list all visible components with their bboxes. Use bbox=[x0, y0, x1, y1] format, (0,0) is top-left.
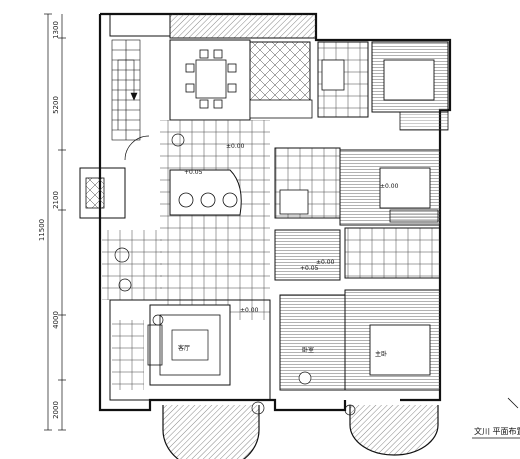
living-side-tiles bbox=[112, 320, 144, 390]
bathtub-top bbox=[321, 59, 345, 91]
level-hall: ±0.00 bbox=[316, 259, 335, 266]
living-rug bbox=[149, 304, 231, 386]
curved-lounge bbox=[169, 169, 242, 216]
top-left-block bbox=[109, 13, 171, 37]
drawing-caption: 文川 平面布置图 bbox=[474, 426, 520, 436]
stairs bbox=[111, 39, 141, 141]
foyer-cabinet bbox=[85, 177, 105, 209]
bed-master bbox=[369, 324, 431, 376]
kitchen-counter bbox=[249, 99, 313, 119]
level-living: ±0.00 bbox=[240, 307, 259, 314]
level-stair: +0.05 bbox=[300, 265, 319, 272]
dining-room bbox=[169, 39, 251, 121]
top-balcony-hatch bbox=[169, 13, 317, 39]
study-room bbox=[274, 229, 341, 281]
central-hall-tiles bbox=[160, 120, 270, 320]
sofa-main bbox=[159, 314, 221, 376]
armchair-left bbox=[147, 324, 163, 366]
balcony-left bbox=[162, 405, 260, 459]
dim-seg-3: 2100 bbox=[52, 191, 60, 209]
level-dining: ±0.00 bbox=[226, 143, 245, 150]
dim-overall: 11500 bbox=[38, 219, 46, 241]
dim-seg-1: 1300 bbox=[52, 21, 60, 39]
wardrobe-strip bbox=[399, 111, 449, 131]
foyer bbox=[79, 167, 126, 219]
dim-seg-5: 2000 bbox=[52, 401, 60, 419]
lounge-stools bbox=[178, 192, 238, 208]
dim-seg-4: 4000 bbox=[52, 311, 60, 329]
living-room-frame bbox=[109, 299, 271, 401]
dim-seg-2: 5200 bbox=[52, 96, 60, 114]
bed-middle-right bbox=[379, 167, 431, 209]
room-label-living: 客厅 bbox=[178, 344, 190, 352]
bath-fixtures bbox=[279, 189, 309, 215]
room-label-bedroom-right: 主卧 bbox=[375, 350, 387, 358]
coffee-table bbox=[171, 329, 209, 361]
room-label-bedroom-left: 卧室 bbox=[302, 346, 314, 354]
wardrobe-middle bbox=[389, 209, 439, 223]
bathroom-right-lower bbox=[344, 227, 441, 279]
bedroom-lower-left bbox=[279, 294, 346, 391]
bed-top-right bbox=[383, 59, 435, 101]
left-hall-tiles bbox=[102, 230, 162, 300]
lamp-lower-left bbox=[298, 371, 312, 385]
left-dimension-chain bbox=[44, 13, 66, 431]
level-foyer: +0.05 bbox=[184, 169, 203, 176]
level-bedroom-a: ±0.00 bbox=[380, 183, 399, 190]
dining-table bbox=[185, 49, 237, 109]
balcony-right bbox=[349, 405, 439, 456]
entry-door-arc bbox=[124, 135, 150, 161]
caption-slash bbox=[507, 397, 519, 409]
